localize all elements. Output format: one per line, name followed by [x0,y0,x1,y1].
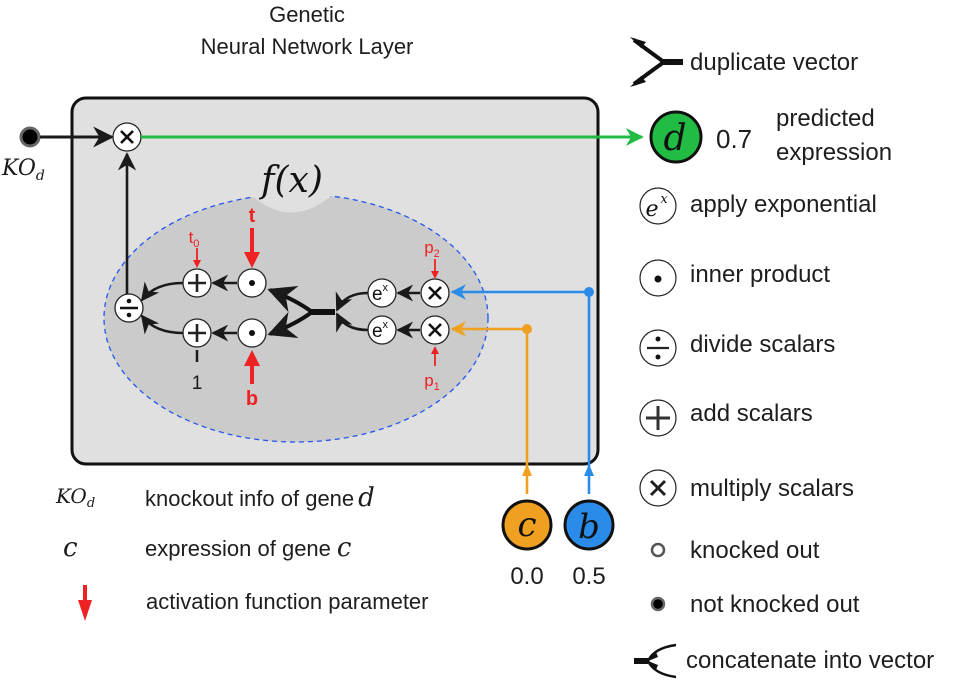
output-label-1: predicted [776,105,875,132]
svg-text:c: c [63,533,78,563]
duplicate-vector-icon [630,37,683,87]
param-p2-arrow: p2 [424,238,440,279]
legend-inner-product: inner product [639,259,830,297]
legend-exponential: e x apply exponential [639,187,877,225]
input-node-b: b [563,499,615,551]
divide-icon [639,329,677,367]
svg-text:x: x [660,192,668,207]
legend-divide: divide scalars [639,329,835,367]
divide-node [114,293,144,323]
inner-product-node-bottom [237,318,267,348]
svg-text:t: t [249,205,256,227]
svg-text:not knocked out: not knocked out [690,591,860,618]
add-node-top [182,268,212,298]
svg-text:duplicate vector: duplicate vector [690,49,858,76]
output-node-d: d [649,110,703,164]
exp-node-top: ex [367,278,397,308]
multiply-node-bottom [420,315,450,345]
svg-text:concatenate into vector: concatenate into vector [686,647,934,674]
svg-text:activation function parameter: activation function parameter [146,589,429,614]
svg-text:knocked out: knocked out [690,537,820,564]
ko-label: KOd [1,156,45,184]
param-t0-arrow: t0 [189,228,201,268]
exp-node-bottom: ex [367,315,397,345]
svg-text:ex: ex [372,319,389,342]
param-p1-arrow: p1 [424,346,440,393]
multiply-node-top [420,278,450,308]
title-line-1: Genetic [269,2,345,27]
inner-product-icon [639,259,677,297]
concat-top-curve [335,291,369,312]
title-line-2: Neural Network Layer [201,34,414,59]
concat-bottom-curve [335,312,369,333]
svg-text:t0: t0 [189,228,200,250]
svg-text:apply exponential: apply exponential [690,191,877,218]
svg-text:b: b [246,388,258,410]
legend-not-knocked-out: not knocked out [650,591,860,618]
output-label-2: expression [776,139,892,166]
svg-text:ex: ex [372,282,389,305]
multiply-icon [639,469,677,507]
duplicate-vector-fork [267,285,335,339]
input-c-arrowhead [522,464,532,476]
legend-duplicate-vector: duplicate vector [630,37,858,87]
add-top-to-divide-arrow [140,281,184,302]
ko-multiply-node [112,122,142,152]
legend-concatenate: concatenate into vector [634,643,934,679]
knocked-out-icon [650,542,666,558]
param-b-arrow: b [244,350,260,410]
exponential-icon: e x [639,187,677,225]
legend-knocked-out: knocked out [650,537,820,564]
add-node-bottom [182,318,212,348]
svg-text:multiply scalars: multiply scalars [690,475,854,502]
svg-text:p1: p1 [424,371,440,393]
input-node-c: c [501,499,553,551]
svg-text:e: e [645,197,658,222]
svg-text:add scalars: add scalars [690,400,813,427]
input-b-arrowhead [584,464,594,476]
svg-text:KOd: KOd [55,484,95,511]
svg-text:c: c [517,505,536,545]
legend-multiply: multiply scalars [639,469,854,507]
svg-text:p2: p2 [424,238,440,260]
svg-text:d: d [663,118,686,159]
not-knocked-out-icon [650,596,666,612]
inner-product-node-top [237,268,267,298]
add-icon [639,399,677,437]
ko-input-dot [19,126,41,148]
svg-text:inner product: inner product [690,261,830,288]
legend-bottom-activation: activation function parameter [78,585,429,621]
output-value: 0.7 [716,124,752,154]
function-label: f(x) [258,160,323,201]
add-bottom-to-divide-arrow [140,314,184,335]
svg-text:divide scalars: divide scalars [690,331,835,358]
param-t-arrow: t [244,205,260,268]
red-arrow-icon [78,585,92,621]
input-b-value: 0.5 [572,563,605,590]
legend-add: add scalars [639,399,813,437]
concatenate-icon [634,643,677,679]
constant-one-label: 1 [192,373,203,394]
input-c-value: 0.0 [510,563,543,590]
svg-text:b: b [578,507,600,547]
